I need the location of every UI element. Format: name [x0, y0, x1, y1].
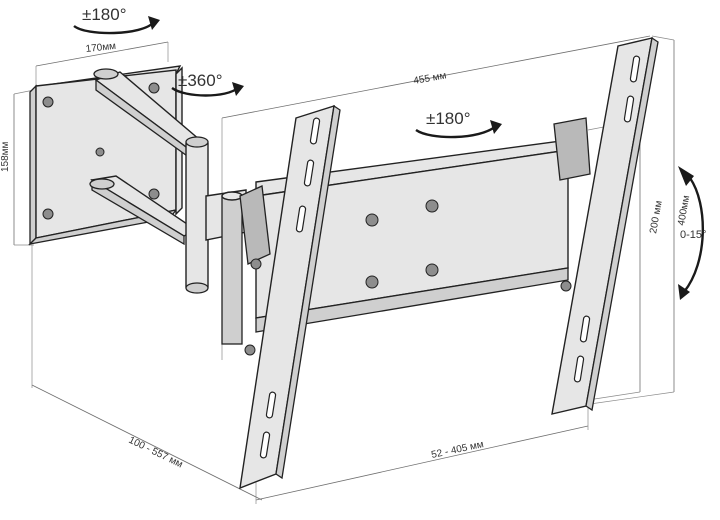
- right-rail: [551, 36, 659, 415]
- rail-spacing-label: 52 - 405 мм: [430, 439, 484, 461]
- rotation-plate-label: ±180°: [426, 109, 471, 128]
- rotation-arrow-top-icon: [73, 16, 160, 35]
- left-rail: [239, 104, 341, 490]
- wall-plate-height-label: 158мм: [0, 141, 11, 172]
- rotation-arrow-plate-icon: [415, 120, 502, 139]
- rotation-middle-label: ±360°: [178, 71, 223, 90]
- tilt-label: 0-15°: [680, 229, 706, 241]
- wall-distance-label: 100 - 557 мм: [127, 435, 185, 471]
- hole-pattern-height-inner-label: 200 мм: [648, 200, 665, 235]
- rotation-arrow-middle-icon: [171, 82, 244, 97]
- tilt-arrow-icon: [678, 166, 704, 300]
- hole-pattern-height-outer-label: 400мм: [676, 195, 692, 227]
- hole-pattern-width-label: 455 мм: [413, 70, 448, 87]
- tv-crossbar: [255, 139, 569, 333]
- rotation-top-label: ±180°: [82, 5, 127, 24]
- swivel-arms: [89, 68, 247, 345]
- dimension-lines: [13, 35, 675, 504]
- wall-plate-width-label: 170мм: [85, 41, 117, 55]
